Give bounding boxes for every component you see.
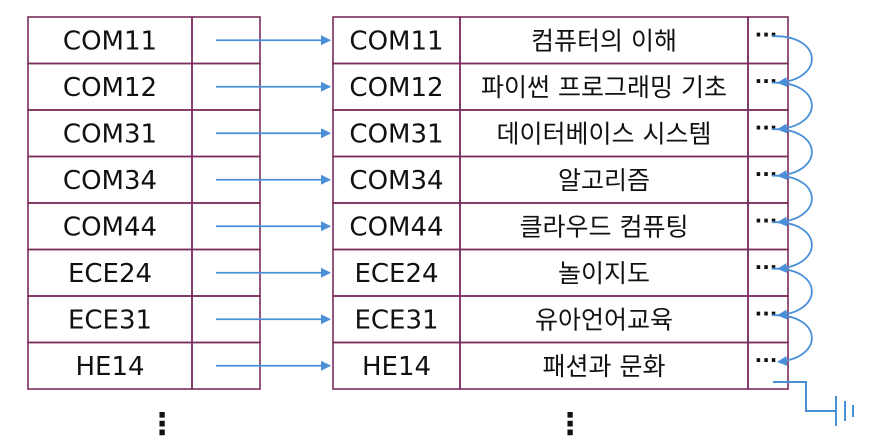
record-name-label: 파이썬 프로그래밍 기초 [481,73,727,102]
record-key-label: COM11 [349,26,443,56]
data-table: COM11 컴퓨터의 이해 ··· COM12 파이썬 프로그래밍 기초 ··· COM31… [332,16,789,390]
record-name-label: 유아언어교육 [535,305,673,334]
record-name-label: 클라우드 컴퓨팅 [520,212,689,241]
record-key-label: COM44 [349,212,443,242]
record-name-label: 데이터베이스 시스템 [497,119,712,148]
record-key-label: ECE31 [354,305,438,335]
record-chain-links [771,35,813,366]
record-name-label: 컴퓨터의 이해 [531,26,677,55]
record-key-label: COM12 [349,73,443,103]
record-key-label: ECE24 [354,259,438,289]
record-key-label: COM31 [349,119,443,149]
record-key-label: HE14 [362,352,431,382]
record-more-label: ··· [755,208,778,232]
curved-arrow-icon [771,314,813,366]
index-pointers [216,35,331,371]
record-more-label: ··· [755,162,778,186]
curved-arrow-icon [771,221,813,273]
record-more-label: ··· [755,115,778,139]
ground-null-icon [773,381,854,426]
index-key-label: COM11 [63,26,157,56]
record-name-label: 알고리즘 [558,166,650,195]
record-name-label: 패션과 문화 [543,352,666,381]
index-key-label: COM34 [63,166,157,196]
record-key-label: COM34 [349,166,443,196]
record-more-label: ··· [755,348,778,372]
index-key-label: COM44 [63,212,157,242]
curved-arrow-icon [771,81,813,134]
index-key-label: COM31 [63,119,157,149]
data-continuation: ⋮ [555,407,585,442]
index-continuation: ⋮ [147,407,177,442]
record-more-label: ··· [755,255,778,279]
record-more-cell [747,341,789,390]
curved-arrow-icon [771,267,813,320]
curved-arrow-icon [771,128,813,180]
record-more-label: ··· [755,22,778,46]
curved-arrow-icon [771,35,813,87]
index-key-label: ECE24 [68,259,152,289]
curved-arrow-icon [771,174,813,227]
record-name-label: 놀이지도 [558,259,650,288]
index-key-label: HE14 [75,352,144,382]
record-more-label: ··· [755,301,778,325]
index-key-label: COM12 [63,73,157,103]
record-more-label: ··· [755,69,778,93]
index-key-label: ECE31 [68,305,152,335]
